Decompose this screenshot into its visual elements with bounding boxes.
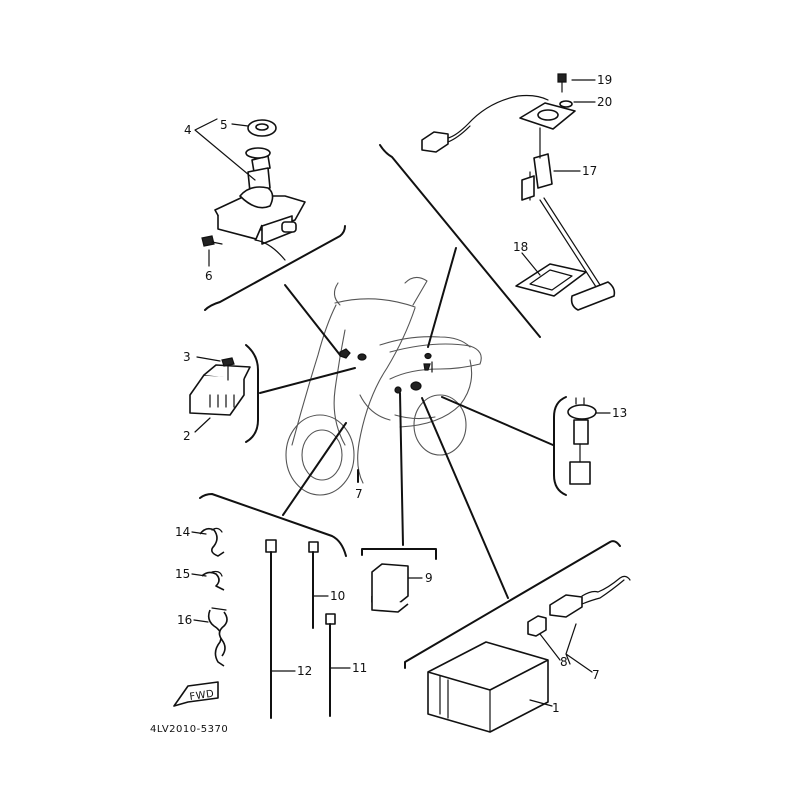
cable-tie-11 (325, 613, 336, 717)
fwd-arrow-icon: FWD (173, 681, 219, 707)
label-part-1: 1 (552, 701, 560, 715)
rectifier-regulator (189, 357, 251, 416)
callout-18-line (521, 252, 541, 276)
label-part-3: 3 (183, 350, 191, 364)
clamp-14 (199, 527, 225, 557)
callout-5-line (231, 123, 249, 127)
label-part-8: 8 (560, 655, 568, 669)
main-switch-assembly (201, 119, 306, 261)
label-part-10: 10 (330, 589, 345, 603)
label-part-9: 9 (425, 571, 433, 585)
label-part-7-connector: 7 (592, 668, 600, 682)
label-part-12: 12 (297, 664, 312, 678)
label-part-4: 4 (184, 123, 192, 137)
callout-3-line (196, 356, 221, 362)
callout-16-line (193, 619, 209, 623)
label-part-20: 20 (597, 95, 612, 109)
label-part-2: 2 (183, 429, 191, 443)
label-part-7-harness: 7 (355, 487, 363, 501)
cable-tie-12 (265, 539, 277, 719)
label-part-15: 15 (175, 567, 190, 581)
label-part-11: 11 (352, 661, 367, 675)
scooter-part-markers (339, 348, 433, 394)
label-part-14: 14 (175, 525, 190, 539)
label-part-13: 13 (612, 406, 627, 420)
label-part-6: 6 (205, 269, 213, 283)
callout-7b-bracket (565, 623, 593, 673)
group-brackets (199, 144, 621, 669)
leader-lines (259, 247, 554, 599)
scooter-outline (285, 276, 482, 496)
fuel-sender-assembly (421, 73, 616, 311)
label-part-5: 5 (220, 118, 228, 132)
label-part-18: 18 (513, 240, 528, 254)
sidestand-switch (567, 397, 597, 485)
fwd-mark: FWD (189, 689, 215, 703)
label-part-17: 17 (582, 164, 597, 178)
callout-8-line (539, 633, 561, 661)
label-part-16: 16 (177, 613, 192, 627)
callout-1-line (529, 699, 553, 707)
cdi-unit (427, 641, 549, 733)
clamp-15 (201, 570, 225, 591)
cable-tie-10 (308, 541, 319, 629)
callout-4-bracket (194, 118, 256, 181)
relay (371, 563, 409, 613)
label-part-19: 19 (597, 73, 612, 87)
wire-harness-connector (527, 575, 631, 637)
callout-15-line (191, 573, 207, 577)
callout-14-line (191, 531, 207, 535)
callout-2-line (194, 417, 211, 433)
callout-labels: 1 2 3 4 5 6 7 7 8 9 10 11 12 13 14 15 16… (175, 73, 627, 715)
clamp-16 (207, 607, 228, 667)
drawing-code: 4LV2010-5370 (150, 724, 228, 735)
